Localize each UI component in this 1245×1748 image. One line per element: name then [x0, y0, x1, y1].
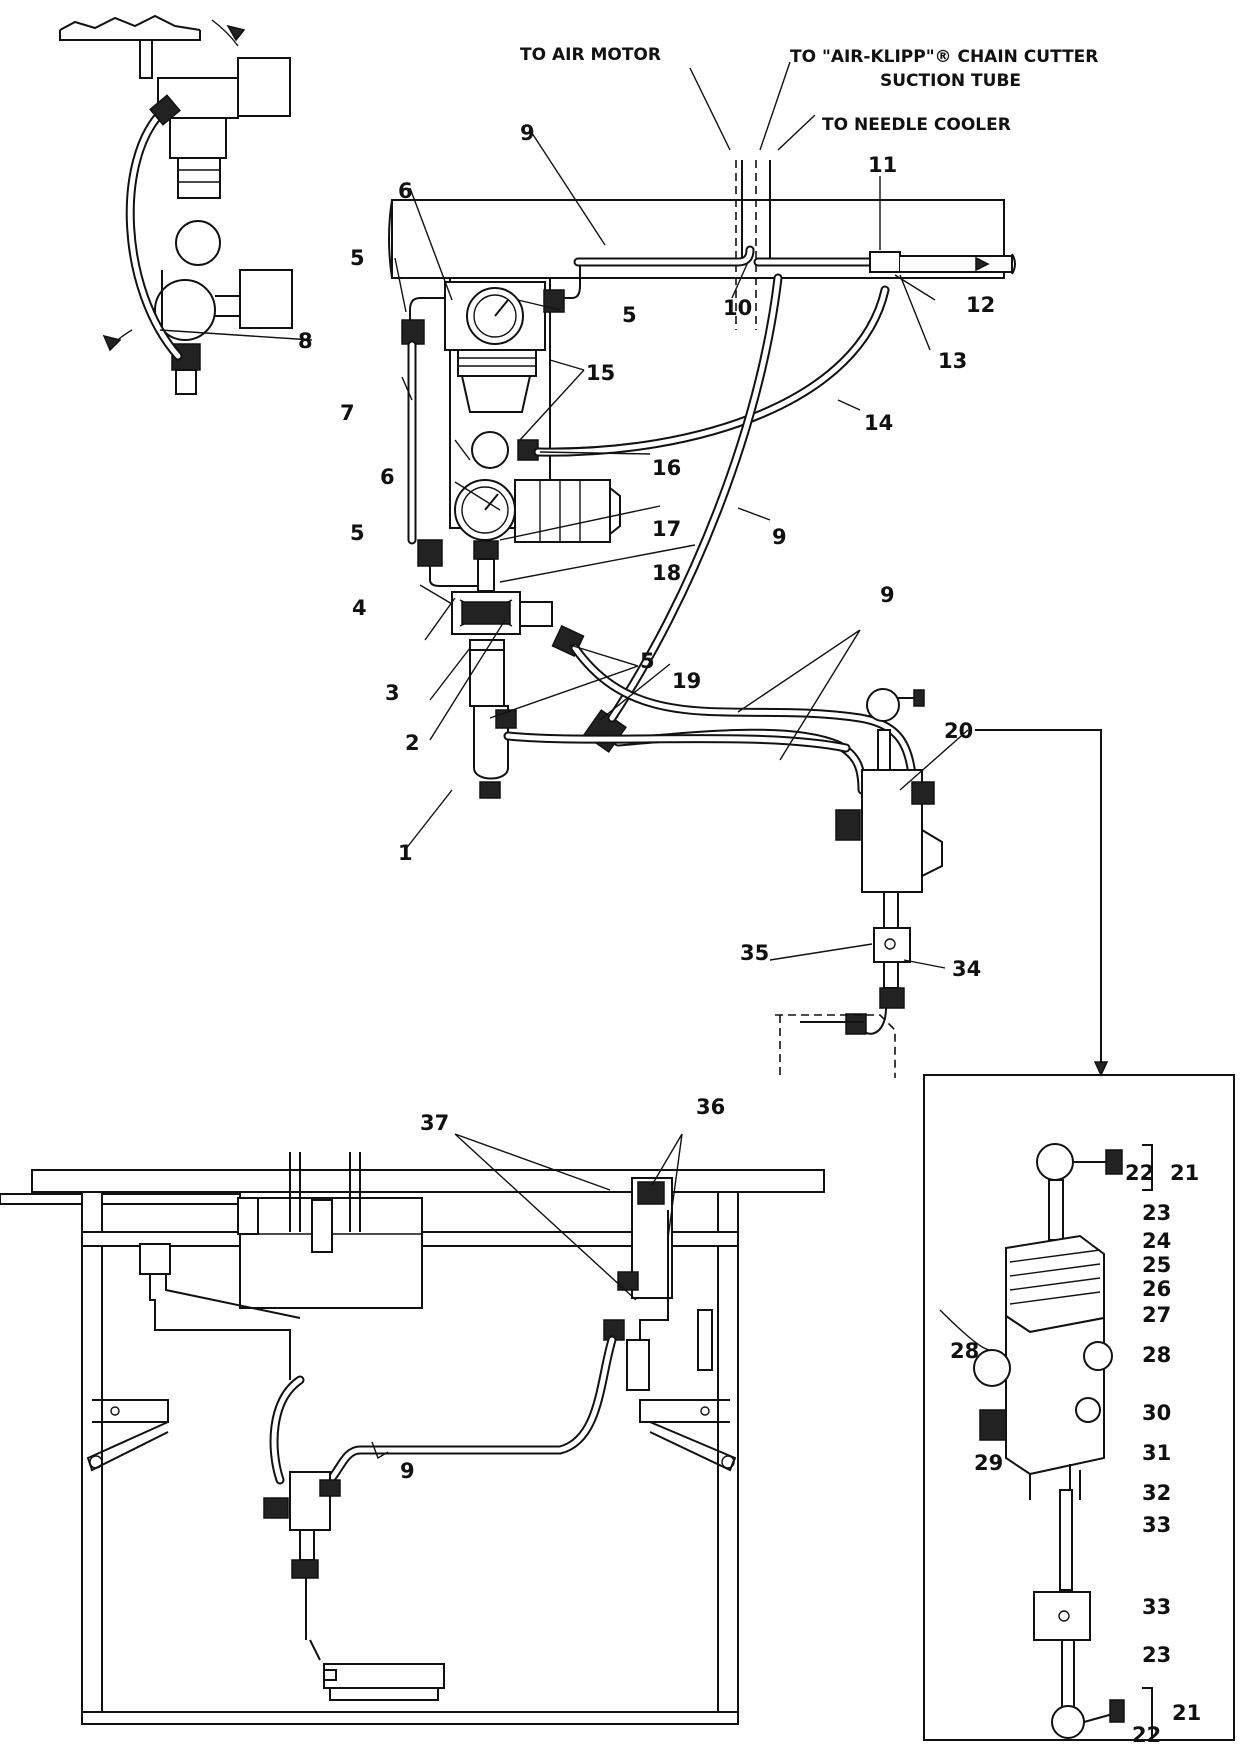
callout-29: 29 — [974, 1451, 1003, 1475]
callout-9: 9 — [772, 525, 787, 549]
callout-19: 19 — [672, 669, 701, 693]
callout-6: 6 — [398, 179, 413, 203]
callout-20: 20 — [944, 719, 973, 743]
callout-9: 9 — [880, 583, 895, 607]
foot-valve-block — [775, 688, 943, 1078]
callout-16: 16 — [652, 456, 681, 480]
caption-to-air-motor: TO AIR MOTOR — [520, 45, 661, 65]
callout-18: 18 — [652, 561, 681, 585]
callout-3: 3 — [385, 681, 400, 705]
callout-24: 24 — [1142, 1229, 1171, 1253]
inset-regulator-detail — [59, 14, 293, 395]
callout-36: 36 — [696, 1095, 725, 1119]
callout-28: 28 — [1142, 1343, 1171, 1367]
table-top-upper — [388, 160, 1005, 330]
callout-22: 22 — [1132, 1723, 1161, 1747]
callout-17: 17 — [652, 517, 681, 541]
callout-21: 21 — [1172, 1701, 1201, 1725]
inset-valve-exploded — [923, 1074, 1235, 1741]
callout-32: 32 — [1142, 1481, 1171, 1505]
callout-5: 5 — [350, 246, 365, 270]
callout-9: 9 — [520, 121, 535, 145]
callout-28: 28 — [950, 1339, 979, 1363]
callout-12: 12 — [966, 293, 995, 317]
regulator-assembly — [444, 277, 621, 799]
caption-to-needle-cooler: TO NEEDLE COOLER — [822, 115, 1011, 135]
callout-1: 1 — [398, 841, 413, 865]
callout-37: 37 — [420, 1111, 449, 1135]
caption-to-chain-cutter: TO "AIR-KLIPP"® CHAIN CUTTER — [790, 47, 1098, 67]
callout-5: 5 — [350, 521, 365, 545]
callout-2: 2 — [405, 731, 420, 755]
leader-lines — [159, 61, 969, 1460]
callout-8: 8 — [298, 329, 313, 353]
callout-6: 6 — [380, 465, 395, 489]
callout-31: 31 — [1142, 1441, 1171, 1465]
flow-arrows — [102, 24, 990, 352]
callout-23: 23 — [1142, 1201, 1171, 1225]
callout-9: 9 — [400, 1459, 415, 1483]
connector-arrowhead — [1093, 1061, 1109, 1077]
callout-23: 23 — [1142, 1643, 1171, 1667]
callout-numbers: 9 11 6 5 5 10 12 13 8 15 7 14 16 6 17 9 … — [298, 121, 1201, 1747]
callout-22: 22 — [1125, 1161, 1154, 1185]
connector-20-to-inset — [975, 729, 1102, 1070]
callout-35: 35 — [740, 941, 769, 965]
sewing-table-front-view — [0, 1152, 825, 1725]
callout-5: 5 — [622, 303, 637, 327]
callout-11: 11 — [868, 153, 897, 177]
air-hoses — [407, 245, 1016, 795]
callout-5: 5 — [640, 649, 655, 673]
callout-25: 25 — [1142, 1253, 1171, 1277]
callout-27: 27 — [1142, 1303, 1171, 1327]
callout-33: 33 — [1142, 1513, 1171, 1537]
caption-suction-tube: SUCTION TUBE — [880, 71, 1021, 91]
callout-33: 33 — [1142, 1595, 1171, 1619]
callout-7: 7 — [340, 401, 355, 425]
callout-15: 15 — [586, 361, 615, 385]
callout-10: 10 — [723, 296, 752, 320]
callout-30: 30 — [1142, 1401, 1171, 1425]
callout-26: 26 — [1142, 1277, 1171, 1301]
callout-13: 13 — [938, 349, 967, 373]
callout-34: 34 — [952, 957, 981, 981]
callout-14: 14 — [864, 411, 893, 435]
callout-4: 4 — [352, 596, 367, 620]
top-captions: TO AIR MOTOR TO "AIR-KLIPP"® CHAIN CUTTE… — [520, 45, 1098, 135]
callout-21: 21 — [1170, 1161, 1199, 1185]
